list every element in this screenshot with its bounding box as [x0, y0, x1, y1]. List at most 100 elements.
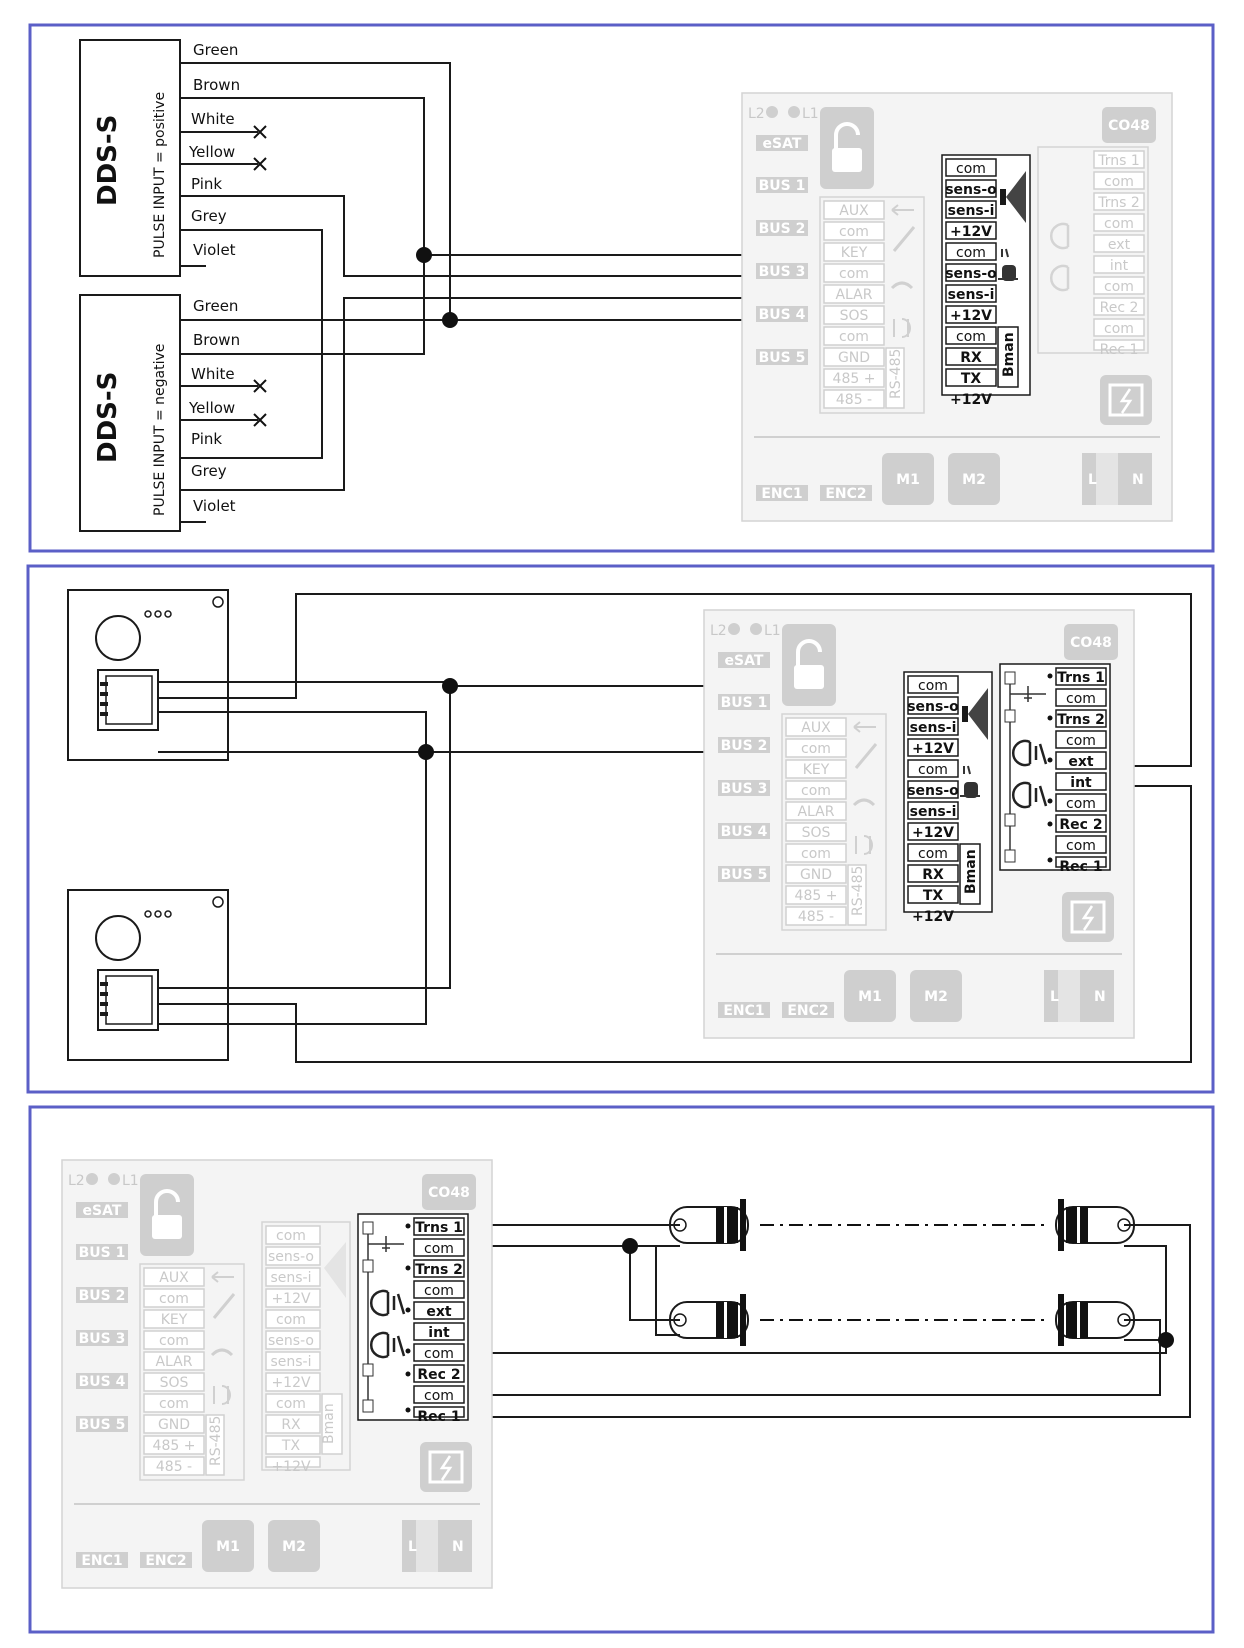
- wire-label: Violet: [193, 497, 236, 515]
- bus-label: BUS 5: [721, 867, 768, 883]
- power-label-n: N: [1132, 472, 1144, 488]
- aux-terminal-label: GND: [838, 350, 870, 366]
- wire-label: Yellow: [188, 143, 235, 161]
- rs485-label: RS-485: [850, 866, 866, 916]
- bus-label: BUS 4: [759, 307, 806, 323]
- enc-label: ENC2: [825, 486, 866, 502]
- bman-label: Bman: [321, 1403, 337, 1444]
- sensor-terminal-block: comsens-osens-i+12Vcomsens-osens-i+12Vco…: [261, 1221, 351, 1475]
- wires-dds-top: [180, 62, 943, 459]
- relay-terminal-label: com: [1104, 321, 1134, 337]
- enc-label: ENC2: [787, 1003, 828, 1019]
- relay-terminal-label: com: [1104, 174, 1134, 190]
- power-label-l: L: [1088, 472, 1097, 488]
- relay-terminal-label: Rec 1: [1100, 342, 1139, 358]
- aux-terminal-label: SOS: [802, 825, 831, 841]
- sensor-terminal-label: RX: [960, 350, 982, 366]
- aux-terminal-label: com: [839, 224, 869, 240]
- motor-label-m2: M2: [282, 1539, 306, 1555]
- sensor-terminal-label: +12V: [271, 1291, 311, 1307]
- relay-terminal-label: int: [1110, 258, 1129, 274]
- sensor-terminal-label: com: [918, 678, 948, 694]
- motor-label-m2: M2: [924, 989, 948, 1005]
- aux-terminal-label: com: [839, 329, 869, 345]
- aux-terminal-label: 485 +: [795, 888, 838, 904]
- aux-terminal-label: com: [801, 741, 831, 757]
- aux-terminal-label: KEY: [161, 1312, 188, 1328]
- sensor-terminal-label: sens-o: [268, 1333, 314, 1349]
- relay-terminal-label: int: [1070, 775, 1092, 791]
- aux-terminal-label: GND: [800, 867, 832, 883]
- relay-terminal-label: com: [1104, 279, 1134, 295]
- aux-terminal-label: ALAR: [155, 1354, 192, 1370]
- led-label-l2: L2: [68, 1173, 85, 1189]
- wire-label: Pink: [191, 430, 222, 448]
- bman-label: Bman: [1001, 332, 1017, 377]
- sensor-terminal-label: sens-i: [910, 720, 957, 736]
- sensor-terminal-label: TX: [923, 888, 944, 904]
- bus-label: BUS 3: [79, 1331, 126, 1347]
- bus-label: BUS 3: [721, 781, 768, 797]
- led-label-l1: L1: [122, 1173, 139, 1189]
- wire-label: Green: [193, 41, 238, 59]
- sensor-terminal-label: sens-i: [948, 203, 995, 219]
- sensor-terminal-label: +12V: [950, 392, 992, 408]
- aux-terminal-label: AUX: [801, 720, 831, 736]
- enc-label: ENC1: [761, 486, 802, 502]
- sensor-terminal-label: com: [276, 1228, 306, 1244]
- relay-terminal-label: Trns 2: [415, 1262, 463, 1278]
- sensor-terminal-block: comsens-osens-i+12Vcomsens-osens-i+12Vco…: [903, 671, 993, 925]
- relay-terminal-label: Rec 1: [417, 1409, 460, 1425]
- photocell-transmitter-1: [669, 1198, 749, 1252]
- wire-label: Brown: [193, 76, 240, 94]
- relay-terminal-label: Trns 1: [415, 1220, 463, 1236]
- junction-dot: [418, 744, 434, 760]
- power-label-n: N: [1094, 989, 1106, 1005]
- wire-label: Violet: [193, 241, 236, 259]
- sensor-terminal-label: com: [276, 1312, 306, 1328]
- sensor-terminal-label: +12V: [950, 224, 992, 240]
- relay-terminal-label: com: [424, 1283, 454, 1299]
- relay-terminal-label: com: [1066, 838, 1096, 854]
- sensor-terminal-label: sens-i: [270, 1354, 311, 1370]
- motor-label-m1: M1: [896, 472, 920, 488]
- board-model-label: CO48: [1108, 118, 1150, 134]
- sensor-terminal-label: +12V: [912, 825, 954, 841]
- relay-terminal-label: int: [428, 1325, 450, 1341]
- wire-label: Green: [193, 297, 238, 315]
- relay-terminal-label: Trns 1: [1097, 153, 1140, 169]
- board-model-label: CO48: [1070, 635, 1112, 651]
- dds-s-subtitle-positive: PULSE INPUT = positive: [152, 92, 168, 258]
- motor-label-m1: M1: [858, 989, 882, 1005]
- sensor-terminal-label: com: [956, 245, 986, 261]
- junction-dot: [416, 247, 432, 263]
- sensor-terminal-label: TX: [281, 1438, 301, 1454]
- dds-s-subtitle-negative: PULSE INPUT = negative: [152, 344, 168, 516]
- relay-terminal-label: com: [1066, 796, 1096, 812]
- relay-terminal-label: ext: [1068, 754, 1094, 770]
- wires-dds-bottom: [180, 255, 943, 523]
- esat-label: eSAT: [83, 1203, 122, 1219]
- sensor-terminal-label: com: [956, 329, 986, 345]
- sensor-terminal-label: RX: [922, 867, 944, 883]
- relay-terminal-label: com: [1066, 733, 1096, 749]
- aux-terminal-label: 485 +: [153, 1438, 196, 1454]
- sensor-terminal-label: +12V: [271, 1459, 311, 1475]
- aux-terminal-label: AUX: [839, 203, 869, 219]
- relay-terminal-label: com: [1066, 691, 1096, 707]
- aux-terminal-label: ALAR: [835, 287, 872, 303]
- aux-terminal-label: KEY: [841, 245, 868, 261]
- motor-label-m1: M1: [216, 1539, 240, 1555]
- sensor-terminal-label: +12V: [912, 741, 954, 757]
- esat-label: eSAT: [725, 653, 764, 669]
- enc-label: ENC2: [145, 1553, 186, 1569]
- aux-terminal-label: KEY: [803, 762, 830, 778]
- motor-label-m2: M2: [962, 472, 986, 488]
- aux-terminal-label: ALAR: [797, 804, 834, 820]
- wire-label: Grey: [191, 207, 227, 225]
